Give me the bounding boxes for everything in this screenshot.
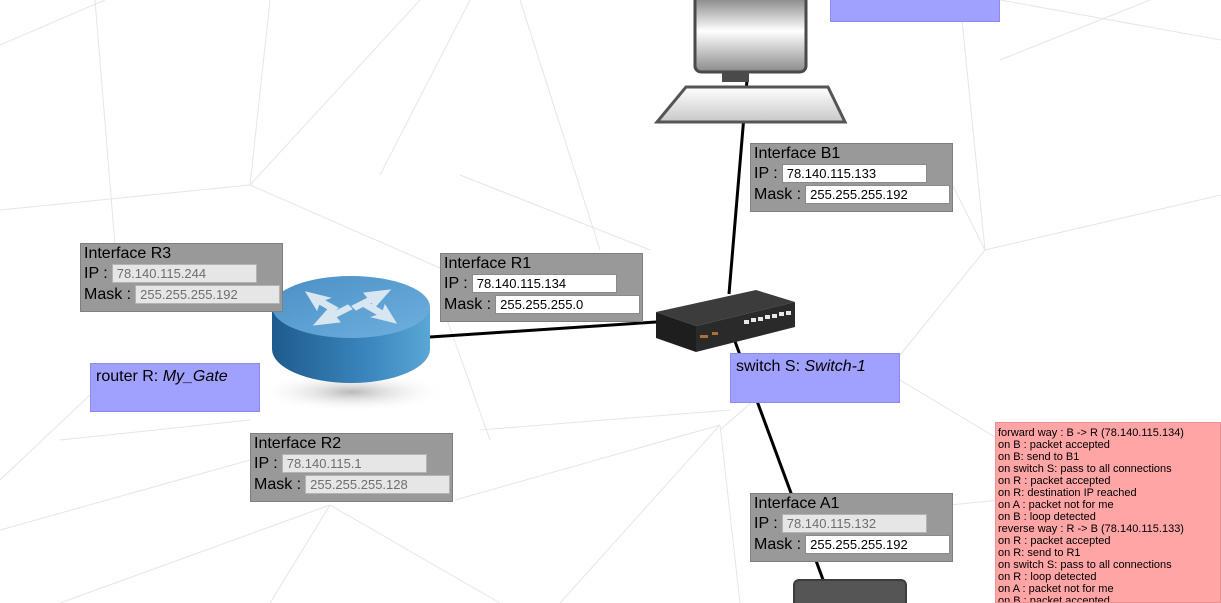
packet-trace-log[interactable]: forward way : B -> R (78.140.115.134)on … [995, 422, 1221, 603]
interface-title: Interface R2 [254, 435, 342, 452]
log-line: on B : packet accepted [998, 439, 1110, 451]
log-line: on B : packet accepted [998, 595, 1110, 603]
log-line: on R: send to R1 [998, 547, 1081, 559]
mask-label: Mask : [754, 536, 802, 553]
ip-label: IP : [254, 455, 278, 472]
ip-input[interactable] [781, 514, 927, 533]
switch-label[interactable]: switch S: Switch-1 [730, 353, 900, 403]
ip-label: IP : [754, 515, 778, 532]
interface-b1-panel[interactable]: Interface B1 IP : Mask : [750, 143, 953, 212]
ip-input[interactable] [281, 454, 427, 473]
switch-label-name: Switch-1 [804, 358, 866, 375]
interface-title: Interface R3 [84, 245, 172, 262]
interface-r3-panel[interactable]: Interface R3 IP : Mask : [80, 243, 283, 312]
mask-label: Mask : [254, 476, 302, 493]
interface-r2-panel[interactable]: Interface R2 IP : Mask : [250, 433, 453, 502]
computer-a-icon[interactable] [793, 579, 907, 603]
log-line: on B: send to B1 [998, 451, 1080, 463]
log-line: on switch S: pass to all connections [998, 559, 1172, 571]
mask-input[interactable] [135, 285, 281, 304]
ip-label: IP : [84, 265, 108, 282]
log-line: on R: destination IP reached [998, 487, 1137, 499]
log-line: on switch S: pass to all connections [998, 463, 1172, 475]
router-label[interactable]: router R: My_Gate [90, 363, 260, 412]
interface-r1-panel[interactable]: Interface R1 IP : Mask : [440, 253, 643, 322]
interface-title: Interface B1 [754, 145, 841, 162]
interface-title: Interface A1 [754, 495, 840, 512]
mask-label: Mask : [754, 186, 802, 203]
log-line: forward way : B -> R (78.140.115.134) [998, 427, 1184, 439]
mask-input[interactable] [805, 185, 951, 204]
mask-label: Mask : [444, 296, 492, 313]
router-label-name: My_Gate [162, 368, 228, 385]
switch-icon[interactable] [656, 290, 795, 352]
log-line: on R : packet accepted [998, 475, 1111, 487]
log-line: on A : packet not for me [998, 499, 1114, 511]
mask-label: Mask : [84, 286, 132, 303]
interface-title: Interface R1 [444, 255, 532, 272]
ip-input[interactable] [111, 264, 257, 283]
interface-a1-panel[interactable]: Interface A1 IP : Mask : [750, 493, 953, 562]
router-icon[interactable] [257, 276, 447, 412]
mask-input[interactable] [805, 535, 951, 554]
computer-b-label[interactable] [830, 0, 1000, 22]
ip-input[interactable] [781, 164, 927, 183]
log-line: on A : packet not for me [998, 583, 1114, 595]
switch-label-prefix: switch S: [736, 358, 805, 375]
link-router-switch [429, 320, 657, 339]
mask-input[interactable] [495, 295, 641, 314]
mask-input[interactable] [305, 475, 451, 494]
ip-label: IP : [444, 275, 468, 292]
log-line: reverse way : R -> B (78.140.115.133) [998, 523, 1184, 535]
ip-input[interactable] [471, 274, 617, 293]
log-line: on R : packet accepted [998, 535, 1111, 547]
ip-label: IP : [754, 165, 778, 182]
log-line: on R : loop detected [998, 571, 1097, 583]
log-line: on B : loop detected [998, 511, 1096, 523]
computer-b-icon[interactable] [653, 0, 848, 124]
router-label-prefix: router R: [96, 368, 163, 385]
